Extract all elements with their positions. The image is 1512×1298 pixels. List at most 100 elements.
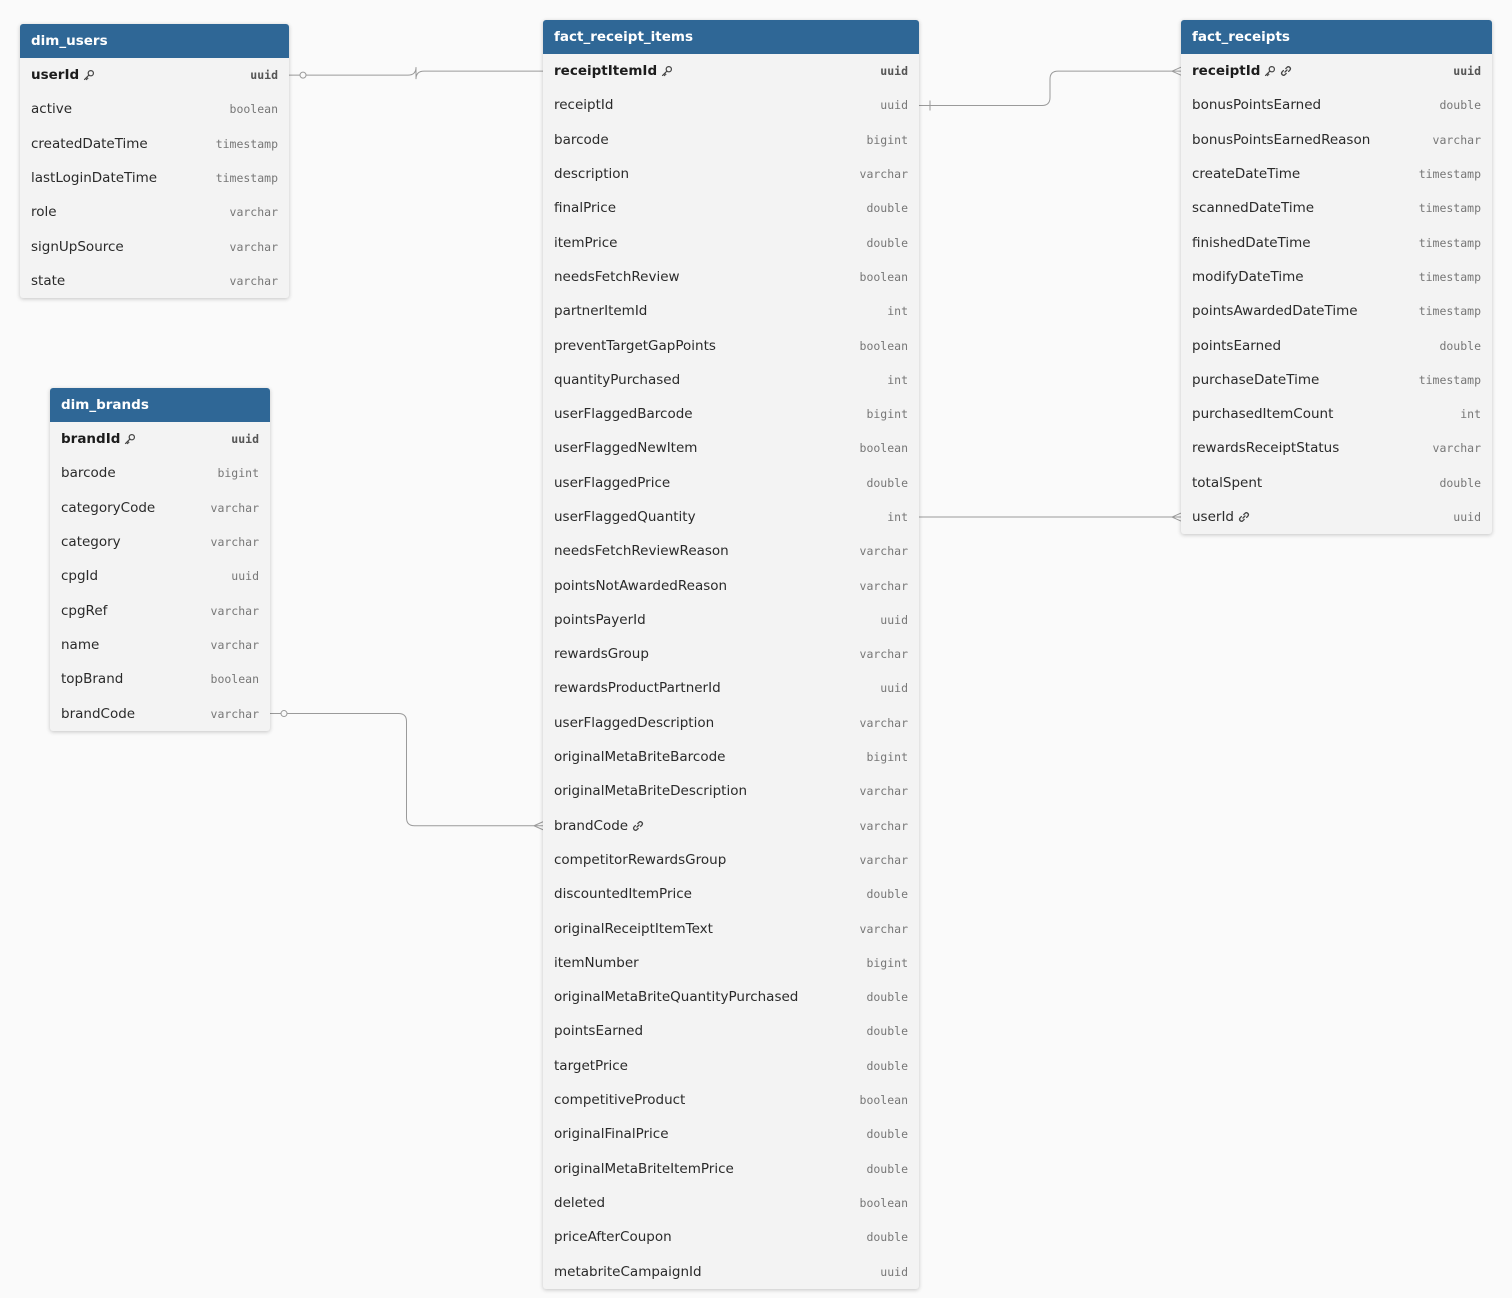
column-name-text: originalMetaBriteBarcode (554, 749, 726, 766)
column-type: varchar (859, 784, 908, 799)
column-name-text: modifyDateTime (1192, 268, 1304, 285)
column-name-text: quantityPurchased (554, 371, 681, 388)
relationship-line-1 (919, 70, 1181, 106)
column-name-text: preventTargetGapPoints (554, 337, 716, 354)
column-type: varchar (1432, 441, 1481, 456)
column-row-rewardsReceiptStatus[interactable]: rewardsReceiptStatus varchar (1181, 431, 1492, 465)
many-marker-1-to (1171, 66, 1182, 76)
column-type: varchar (229, 239, 278, 254)
column-name-text: name (61, 636, 100, 653)
column-name: originalFinalPrice (554, 1126, 669, 1142)
column-name: rewardsReceiptStatus (1192, 440, 1339, 456)
table-header[interactable]: dim_brands (50, 388, 270, 422)
column-row-description[interactable]: description varchar (543, 157, 919, 191)
column-type: varchar (210, 637, 259, 652)
column-name-text: active (31, 101, 73, 118)
optional-marker-3-from (280, 710, 288, 718)
column-name: competitorRewardsGroup (554, 852, 726, 868)
column-type: varchar (859, 167, 908, 182)
column-row-name[interactable]: name varchar (50, 628, 270, 662)
column-name-text: pointsEarned (554, 1023, 644, 1040)
column-name-text: userId (1192, 509, 1234, 525)
table-header[interactable]: dim_users (20, 24, 289, 58)
column-type: timestamp (1418, 304, 1481, 319)
column-name-text: totalSpent (1192, 474, 1263, 491)
table-header[interactable]: fact_receipts (1181, 20, 1492, 54)
column-name: quantityPurchased (554, 372, 680, 388)
column-name: originalMetaBriteItemPrice (554, 1161, 734, 1177)
column-name-text: description (554, 166, 630, 183)
column-type: double (866, 1230, 908, 1245)
column-name-text: scannedDateTime (1192, 200, 1315, 217)
table-header[interactable]: fact_receipt_items (543, 20, 919, 54)
